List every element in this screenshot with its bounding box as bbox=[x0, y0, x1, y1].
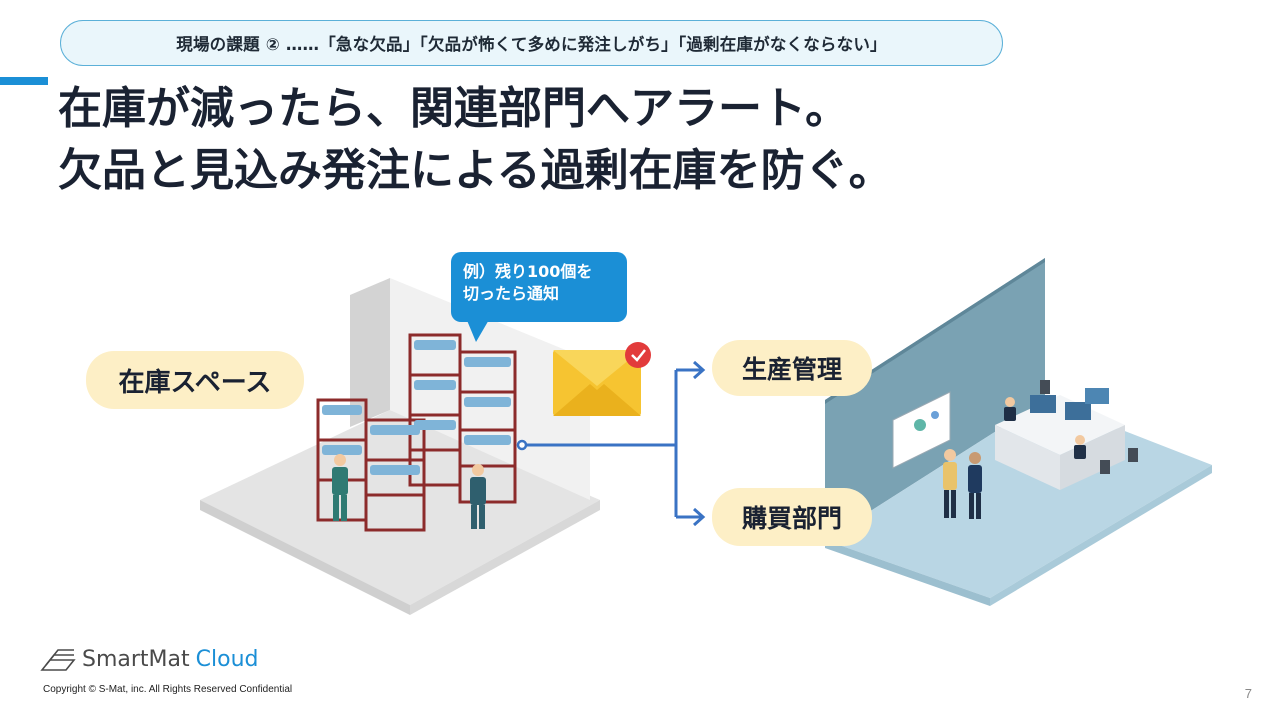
copyright-notice: Copyright © S-Mat, inc. All Rights Reser… bbox=[43, 684, 293, 695]
logo-mark-icon bbox=[40, 649, 76, 671]
brand-cloud: Cloud bbox=[195, 646, 259, 672]
warehouse-illustration bbox=[200, 278, 600, 615]
headline-line-1: 在庫が減ったら、関連部門へアラート。 bbox=[58, 83, 850, 134]
brand-smartmat: SmartMat bbox=[82, 646, 190, 672]
purchasing-department-label: 購買部門 bbox=[712, 488, 872, 546]
check-icon bbox=[625, 342, 651, 368]
headline-line-2: 欠品と見込み発注による過剰在庫を防ぐ。 bbox=[58, 145, 893, 196]
stock-space-label: 在庫スペース bbox=[86, 351, 304, 409]
mail-icon bbox=[553, 350, 641, 416]
bubble-tail bbox=[466, 318, 490, 342]
production-management-label: 生産管理 bbox=[712, 340, 872, 396]
topic-banner: 現場の課題 ② ……「急な欠品」「欠品が怖くて多めに発注しがち」「過剰在庫がなく… bbox=[60, 20, 1003, 66]
alert-example-bubble: 例）残り100個を 切ったら通知 bbox=[451, 252, 627, 322]
accent-bar bbox=[0, 77, 48, 85]
arrow-right-icon bbox=[522, 360, 706, 527]
page-number: 7 bbox=[1244, 686, 1252, 701]
bubble-line-2: 切ったら通知 bbox=[463, 284, 560, 303]
bubble-line-1: 例）残り100個を bbox=[463, 262, 593, 281]
headline: 在庫が減ったら、関連部門へアラート。 欠品と見込み発注による過剰在庫を防ぐ。 bbox=[58, 78, 1058, 202]
office-illustration bbox=[825, 258, 1212, 606]
